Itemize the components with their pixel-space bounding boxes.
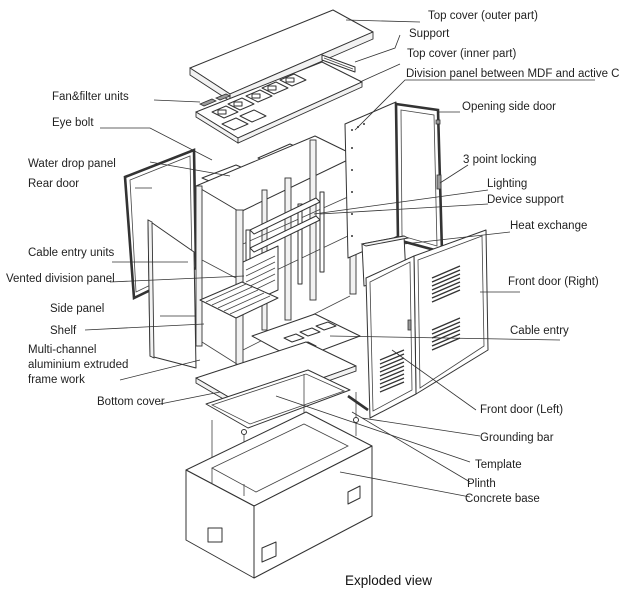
shelf — [199, 281, 279, 319]
label-plinth: Plinth — [467, 478, 496, 490]
label-opening-side-door: Opening side door — [462, 101, 556, 113]
label-cable-entry: Cable entry — [510, 325, 569, 337]
label-concrete-base: Concrete base — [465, 493, 540, 505]
label-top-cover-inner: Top cover (inner part) — [407, 48, 516, 60]
opening-side-door — [394, 102, 444, 254]
label-multichannel-2: aluminium extruded — [28, 359, 128, 371]
label-heat-exchange: Heat exchange — [510, 220, 587, 232]
template — [205, 369, 351, 429]
aluminium-frame — [185, 135, 357, 369]
labels: Top cover (outer part) Support Top cover… — [6, 10, 619, 588]
label-vented-division: Vented division panel — [6, 273, 115, 285]
label-division-panel: Division panel between MDF and active C — [406, 68, 619, 80]
label-top-cover-outer: Top cover (outer part) — [428, 10, 538, 22]
diagram-caption: Exploded view — [345, 573, 432, 588]
label-support: Support — [409, 28, 450, 40]
fan-filter-units — [199, 73, 307, 131]
label-side-panel: Side panel — [50, 303, 104, 315]
label-three-point-locking: 3 point locking — [463, 154, 537, 166]
leader-lines — [84, 19, 595, 498]
support-bar — [321, 54, 356, 73]
label-grounding-bar: Grounding bar — [480, 432, 554, 444]
label-multichannel-1: Multi-channel — [28, 344, 96, 356]
side-panel — [147, 219, 197, 369]
label-rear-door: Rear door — [28, 178, 79, 190]
top-cover-inner — [195, 61, 363, 144]
label-bottom-cover: Bottom cover — [97, 396, 165, 408]
front-door-right — [413, 229, 489, 395]
top-cover-outer — [189, 9, 374, 102]
label-multichannel-3: frame work — [28, 374, 85, 386]
label-fan-filter: Fan&filter units — [52, 91, 129, 103]
label-cable-entry-units: Cable entry units — [28, 247, 115, 259]
concrete-base — [185, 411, 373, 579]
label-device-support: Device support — [487, 194, 565, 206]
grounding-bar — [347, 394, 369, 412]
label-front-door-right: Front door (Right) — [508, 276, 599, 288]
division-panel — [344, 101, 399, 259]
label-eye-bolt: Eye bolt — [52, 117, 94, 129]
label-front-door-left: Front door (Left) — [480, 404, 563, 416]
label-shelf: Shelf — [50, 325, 77, 337]
label-lighting: Lighting — [487, 178, 527, 190]
label-template: Template — [475, 459, 522, 471]
label-water-drop: Water drop panel — [28, 158, 116, 170]
